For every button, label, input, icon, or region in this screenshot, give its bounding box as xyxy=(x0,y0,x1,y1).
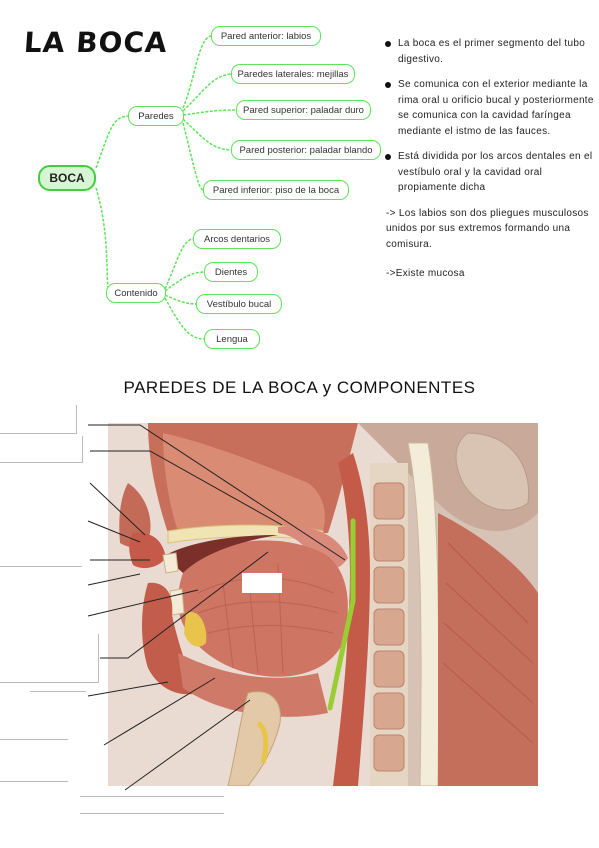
label-blank xyxy=(80,812,224,814)
note-bullet: La boca es el primer segmento del tubo d… xyxy=(384,36,596,67)
mindmap-node-pared-posterior: Pared posterior: paladar blando xyxy=(231,140,381,160)
note-bullet: Se comunica con el exterior mediante la … xyxy=(384,77,596,139)
mindmap-node-lengua: Lengua xyxy=(204,329,260,349)
note-extra: -> Los labios son dos pliegues musculoso… xyxy=(386,207,589,250)
mindmap-node-paredes-laterales: Paredes laterales: mejillas xyxy=(231,64,355,84)
note-bullet: Está dividida por los arcos dentales en … xyxy=(384,149,596,196)
mindmap-node-arcos-dentarios: Arcos dentarios xyxy=(193,229,281,249)
mindmap-root-boca: BOCA xyxy=(38,165,96,191)
mindmap-node-dientes: Dientes xyxy=(204,262,258,282)
notes-panel: La boca es el primer segmento del tubo d… xyxy=(384,36,596,296)
label-blank xyxy=(0,634,99,683)
label-blank xyxy=(80,795,224,797)
mindmap-node-vestibulo-bucal: Vestíbulo bucal xyxy=(196,294,282,314)
label-blank xyxy=(0,436,83,463)
label-blank xyxy=(0,548,82,567)
note-extra: ->Existe mucosa xyxy=(386,268,465,279)
section-title: PAREDES DE LA BOCA y COMPONENTES xyxy=(123,378,476,397)
mindmap-node-pared-anterior: Pared anterior: labios xyxy=(211,26,321,46)
mindmap-node-contenido: Contenido xyxy=(106,283,166,303)
label-blank xyxy=(30,690,86,692)
label-blank xyxy=(0,780,68,782)
mindmap-node-pared-inferior: Pared inferior: piso de la boca xyxy=(203,180,349,200)
mindmap-connectors xyxy=(95,35,237,340)
label-blank xyxy=(0,738,68,740)
label-blank xyxy=(0,405,77,434)
anatomy-photo xyxy=(108,423,538,786)
label-patch xyxy=(242,573,282,593)
mindmap-node-pared-superior: Pared superior: paladar duro xyxy=(236,100,371,120)
sagittal-section-illustration xyxy=(108,423,538,786)
pharynx-marker-line xyxy=(327,518,356,711)
mindmap-node-paredes: Paredes xyxy=(128,106,184,126)
